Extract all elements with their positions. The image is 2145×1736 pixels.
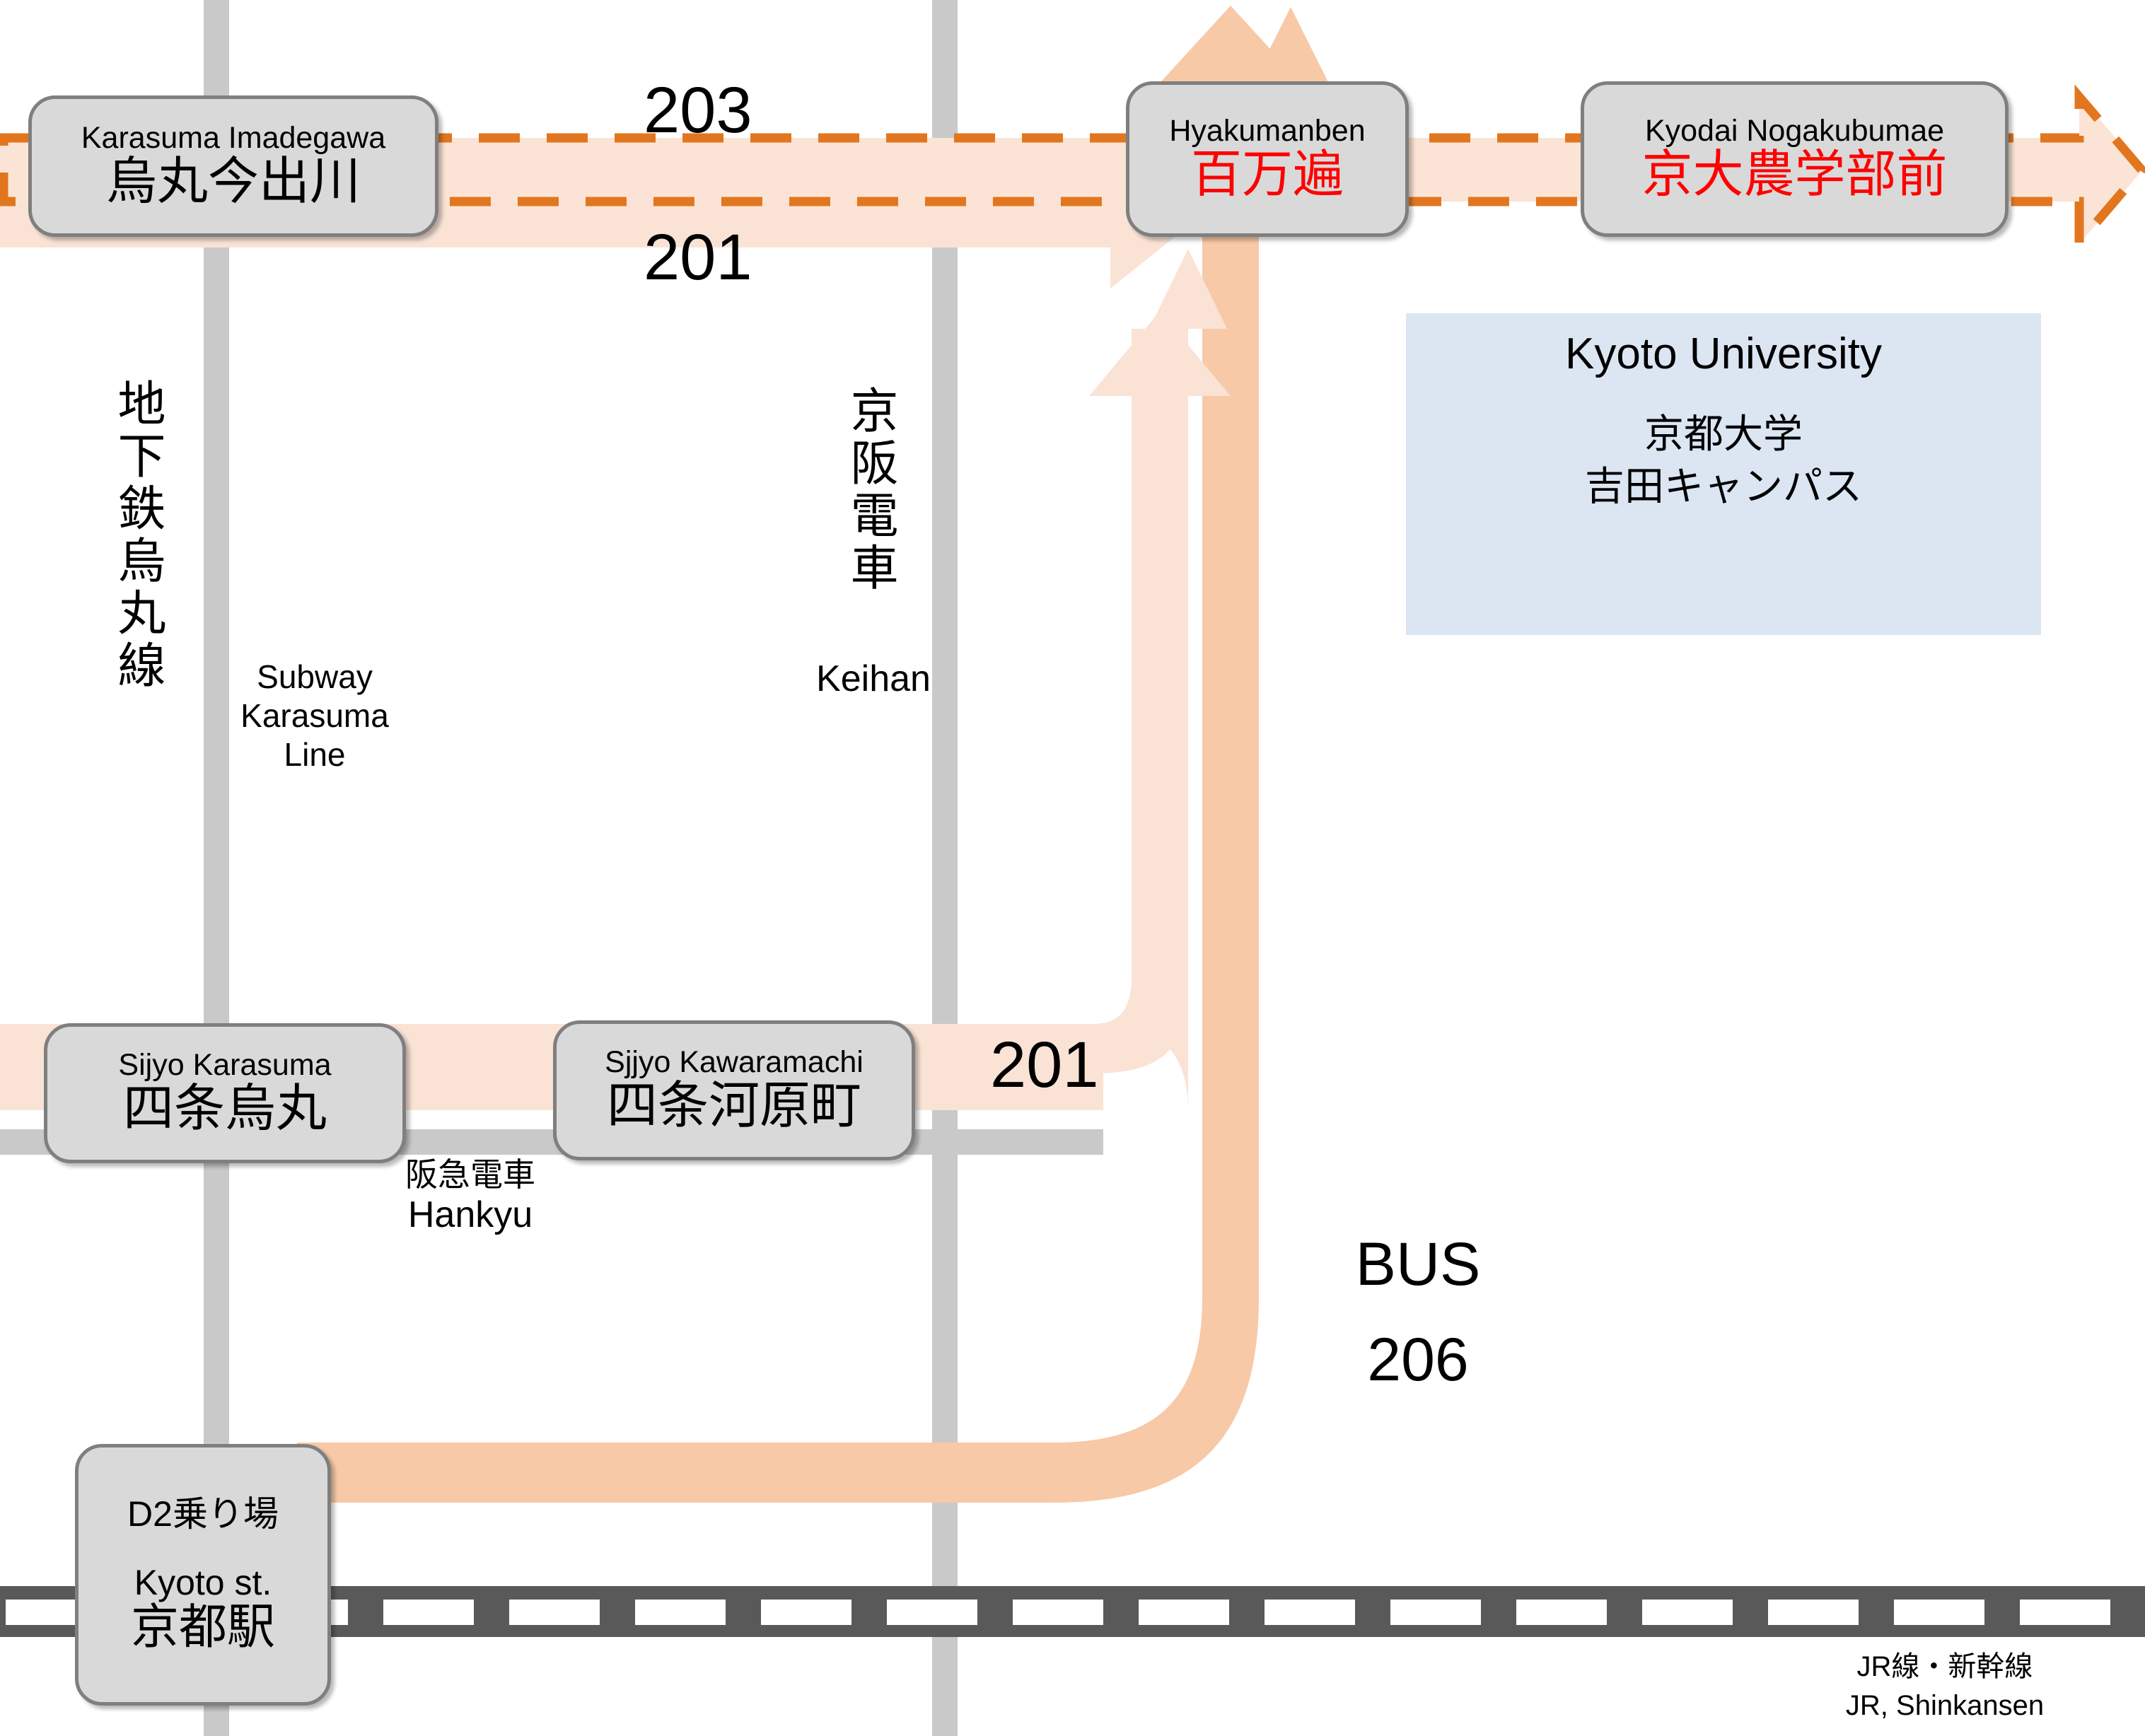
station-sijyo-kawaramachi[interactable]: Sjjyo Kawaramachi 四条河原町	[553, 1020, 915, 1160]
jr-line-label-en: JR, Shinkansen	[1845, 1690, 2045, 1721]
bus-route-201-bend	[1103, 990, 1188, 1110]
subway-karasuma-line-label-en-1: Subway	[257, 658, 373, 695]
station-label-en: Kyodai Nogakubumae	[1644, 113, 1945, 148]
kyoto-university-campus-area: Kyoto University 京都大学 吉田キャンパス	[1406, 313, 2041, 635]
station-label-jp: 烏丸今出川	[105, 153, 361, 210]
subway-karasuma-line-label-jp: 地下鉄烏丸線	[110, 378, 164, 692]
station-kyoto-station[interactable]: D2乗り場 Kyoto st. 京都駅	[75, 1444, 331, 1706]
bus-route-number-203: 203	[644, 74, 752, 146]
station-label-jp: 四条河原町	[606, 1077, 861, 1134]
kyoto-station-label-jp: 京都駅	[130, 1600, 275, 1655]
station-kyodai-nogakubumae[interactable]: Kyodai Nogakubumae 京大農学部前	[1581, 81, 2009, 237]
subway-karasuma-line-label-en-2: Karasuma	[240, 697, 389, 734]
station-label-en: Sjjyo Kawaramachi	[605, 1044, 864, 1079]
station-sijyo-karasuma[interactable]: Sijyo Karasuma 四条烏丸	[44, 1023, 406, 1163]
station-label-jp: 四条烏丸	[122, 1080, 327, 1137]
keihan-line-label-en: Keihan	[816, 658, 931, 699]
hankyu-line-label-en: Hankyu	[407, 1194, 533, 1235]
bus-route-206-arrowhead	[1139, 6, 1323, 106]
kyoto-station-platform-label: D2乗り場	[127, 1494, 279, 1534]
kyoto-station-label-en: Kyoto st.	[134, 1562, 272, 1602]
bus-route-number-201-bottom: 201	[990, 1029, 1099, 1101]
jr-line-label-jp: JR線・新幹線	[1856, 1651, 2033, 1682]
campus-label-jp-2: 吉田キャンパス	[1585, 464, 1862, 509]
campus-label-en: Kyoto University	[1565, 330, 1882, 378]
bus-route-206-trunk	[1202, 81, 1259, 1305]
station-karasuma-imadegawa[interactable]: Karasuma Imadegawa 烏丸今出川	[28, 95, 438, 237]
bus-route-203-arrowhead	[2079, 95, 2143, 244]
bus-route-number-206: 206	[1367, 1326, 1469, 1394]
station-label-jp: 百万遍	[1190, 146, 1344, 203]
station-label-jp: 京大農学部前	[1641, 146, 1948, 203]
bus-route-number-201-top: 201	[644, 221, 752, 293]
bus-route-201-curve	[1132, 329, 1188, 990]
campus-label-jp-1: 京都大学	[1644, 412, 1803, 457]
bus-label: BUS	[1355, 1230, 1481, 1298]
station-hyakumanben[interactable]: Hyakumanben 百万遍	[1126, 81, 1409, 237]
station-label-en: Hyakumanben	[1169, 113, 1366, 148]
bus-route-201-arrowhead-up	[1089, 311, 1231, 396]
keihan-line-label-jp: 京阪電車	[843, 385, 897, 595]
subway-karasuma-line-label-en-3: Line	[284, 736, 346, 773]
hankyu-line-label-jp: 阪急電車	[405, 1156, 535, 1193]
station-label-en: Sijyo Karasuma	[118, 1047, 332, 1082]
bus-route-201-lower	[0, 249, 1227, 1073]
station-label-en: Karasuma Imadegawa	[81, 120, 386, 155]
